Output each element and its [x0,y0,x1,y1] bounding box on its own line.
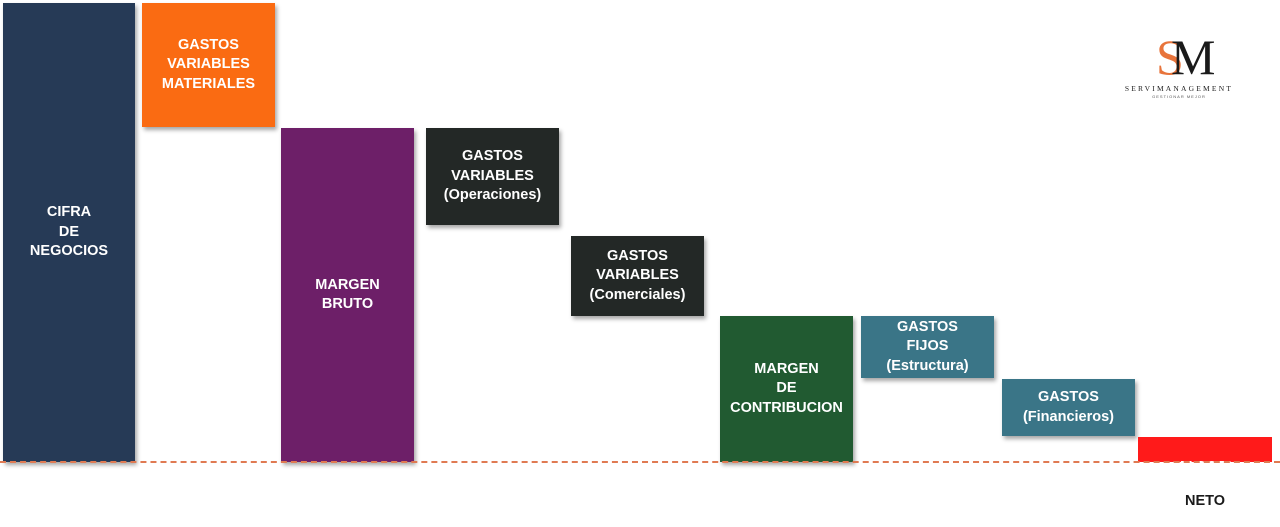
brand-tagline: GESTIONAR MEJOR [1152,94,1206,99]
gastos-fijos-label: GASTOS FIJOS (Estructura) [886,318,969,374]
monogram-m: M [1171,30,1214,82]
margen-bruto-label: MARGEN BRUTO [315,276,380,313]
gastos-financieros-label: GASTOS (Financieros) [1022,389,1115,425]
dashed-baseline [0,461,1280,463]
margen-neto-block: MARGEN NETO [1138,437,1272,509]
margen-neto-label: MARGEN NETO [1173,437,1237,527]
margen-neto-line2: NETO [1184,493,1225,509]
servimanagement-logo: S M SERVIMANAGEMENT GESTIONAR MEJOR [1120,30,1238,102]
margen-de-contribucion-label: MARGEN DE CONTRIBUCION [730,360,843,416]
gastos-fijos-block: GASTOS FIJOS (Estructura) [861,316,994,378]
cifra-de-negocios-label: CIFRA DE NEGOCIOS [29,204,109,260]
gastos-variables-materiales-label: GASTOS VARIABLES MATERIALES [161,36,256,92]
gastos-variables-operaciones-block: GASTOS VARIABLES (Operaciones) [426,128,559,225]
gastos-variables-comerciales-block: GASTOS VARIABLES (Comerciales) [571,236,704,316]
sm-monogram-icon: S M [1156,30,1214,82]
gastos-variables-materiales-block: GASTOS VARIABLES MATERIALES [142,3,275,127]
margen-de-contribucion-block: MARGEN DE CONTRIBUCION [720,316,853,462]
gastos-variables-operaciones-label: GASTOS VARIABLES (Operaciones) [443,148,542,204]
cifra-de-negocios-block: CIFRA DE NEGOCIOS [3,3,135,462]
gastos-financieros-block: GASTOS (Financieros) [1002,379,1135,436]
brand-name: SERVIMANAGEMENT [1124,84,1234,93]
gastos-variables-comerciales-label: GASTOS VARIABLES (Comerciales) [589,247,686,303]
monogram-s: S [1156,30,1184,82]
margen-bruto-block: MARGEN BRUTO [281,128,414,462]
margen-neto-line1: MARGEN [1172,459,1238,475]
